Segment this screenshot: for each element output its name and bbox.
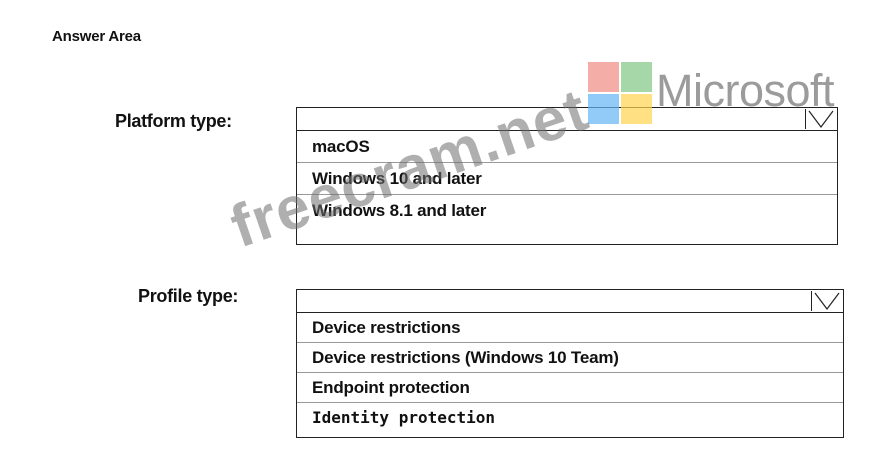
logo-square-blue: [588, 94, 619, 124]
chevron-down-icon[interactable]: [811, 291, 842, 311]
chevron-down-icon[interactable]: [805, 109, 836, 129]
microsoft-logo-icon: [588, 62, 652, 124]
logo-square-yellow: [621, 94, 652, 124]
platform-option-windows-8-1[interactable]: Windows 8.1 and later: [312, 201, 487, 220]
answer-area-title: Answer Area: [52, 28, 141, 45]
platform-option-macos[interactable]: macOS: [297, 131, 837, 163]
platform-type-label: Platform type:: [115, 111, 232, 131]
profile-option-endpoint-protection[interactable]: Endpoint protection: [297, 373, 843, 403]
profile-type-dropdown[interactable]: Device restrictions Device restrictions …: [296, 289, 844, 438]
profile-option-identity-protection[interactable]: Identity protection: [312, 408, 496, 427]
profile-option-device-restrictions[interactable]: Device restrictions: [297, 313, 843, 343]
profile-type-label: Profile type:: [138, 286, 239, 306]
profile-type-select[interactable]: [297, 290, 843, 313]
logo-square-red: [588, 62, 619, 92]
logo-square-green: [621, 62, 652, 92]
platform-type-select[interactable]: [297, 108, 837, 131]
profile-option-device-restrictions-team[interactable]: Device restrictions (Windows 10 Team): [297, 343, 843, 373]
platform-option-windows-10[interactable]: Windows 10 and later: [297, 163, 837, 195]
platform-type-dropdown[interactable]: macOS Windows 10 and later Windows 8.1 a…: [296, 107, 838, 245]
microsoft-wordmark: Microsoft: [656, 65, 835, 116]
